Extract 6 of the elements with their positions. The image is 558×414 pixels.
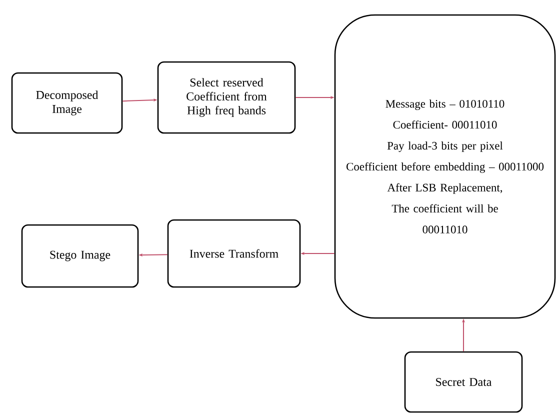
process-box: Stego Image bbox=[21, 224, 139, 288]
process-box: Select reserved Coefficient from High freq bands bbox=[157, 61, 296, 134]
process-box: Inverse Transform bbox=[167, 219, 301, 288]
text-panel: Message bits – 01010110 Coefficient- 00011010 Pay load-3 bits per pixel Coefficient before embedding – 00011000 After LSB Replacement, The coefficient will be 00011010 bbox=[334, 14, 556, 319]
process-box: Secret Data bbox=[404, 351, 523, 413]
process-box: Decomposed Image bbox=[11, 72, 123, 134]
